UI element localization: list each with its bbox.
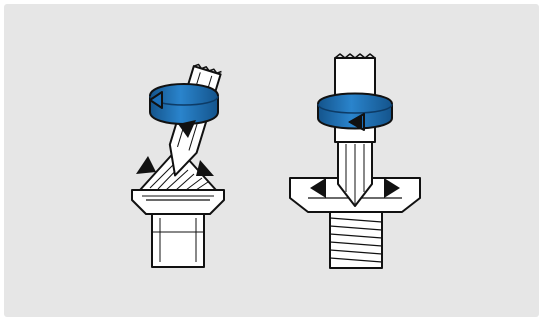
left-rotation-arrow-icon [149, 83, 219, 125]
left-screw-shank [151, 211, 205, 268]
left-screw-head [131, 189, 225, 215]
right-force-arrow-icon [310, 114, 400, 198]
left-force-arrow-icon [136, 120, 214, 176]
left-illustration [131, 63, 225, 268]
right-threaded-shank [329, 209, 383, 269]
right-illustration [289, 53, 421, 269]
diagram-panel [4, 4, 539, 317]
